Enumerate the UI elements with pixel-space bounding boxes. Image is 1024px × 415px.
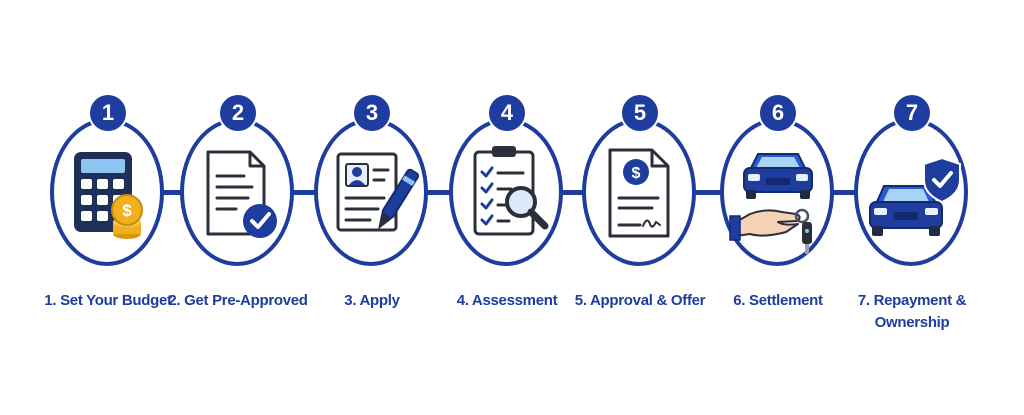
step-7: 7 7. Repayment & Ownership [842,93,982,335]
step-5: $ 5 5. Approval & Offer [570,93,710,335]
step-4: 4 4. Assessment [437,93,577,335]
step-2-circle [180,118,294,266]
step-6-number: 6 [758,93,798,133]
step-4-number: 4 [487,93,527,133]
application-form-pen-icon [336,152,420,232]
calculator-coins-icon: $ [74,152,143,239]
step-7-label: 7. Repayment & Ownership [857,292,967,331]
step-6-circle [720,118,834,266]
svg-text:$: $ [122,201,132,220]
step-3-number: 3 [352,93,392,133]
step-5-circle: $ [582,118,696,266]
step-2-label: 2. Get Pre-Approved [168,292,308,309]
signed-offer-document-icon: $ [608,148,670,238]
step-1: $ 1 1. Set Your Budget [38,93,178,335]
document-check-icon [206,150,277,238]
step-2-number: 2 [218,93,258,133]
step-4-circle [449,118,563,266]
step-6-label: 6. Settlement [733,292,823,309]
step-3-label: 3. Apply [344,292,400,309]
car-shield-icon [869,156,961,236]
step-6: 6 6. Settlement [708,93,848,335]
step-7-circle [854,118,968,266]
step-3-circle [314,118,428,266]
svg-text:$: $ [632,165,641,182]
step-3: 3 3. Apply [302,93,442,335]
step-5-number: 5 [620,93,660,133]
step-4-label: 4. Assessment [456,292,558,309]
step-1-label: 1. Set Your Budget [44,292,172,309]
clipboard-magnifier-icon [473,146,549,236]
step-7-number: 7 [892,93,932,133]
step-1-number: 1 [88,93,128,133]
step-1-circle: $ [50,118,164,266]
step-2: 2 2. Get Pre-Approved [168,93,308,335]
car-keys-handover-icon [729,153,813,254]
step-5-label: 5. Approval & Offer [574,292,706,309]
